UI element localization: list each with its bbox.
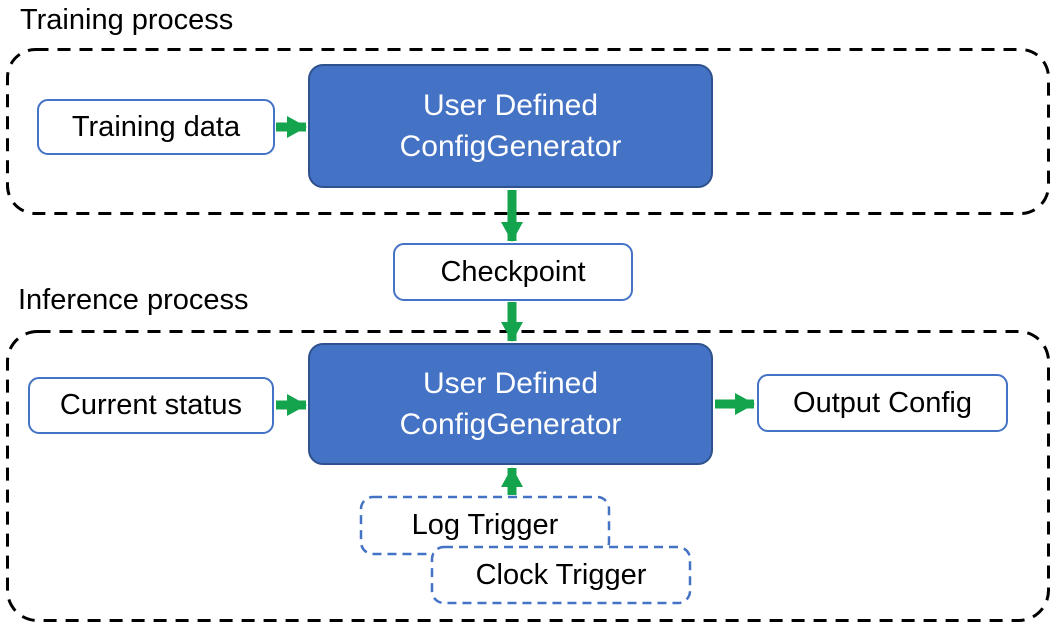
- config-generator-inference-label-line1: User Defined: [422, 366, 599, 400]
- clock-trigger-label: Clock Trigger: [431, 546, 691, 604]
- log-trigger-text: Log Trigger: [411, 509, 559, 541]
- config-generator-training-node: User Defined ConfigGenerator: [308, 64, 713, 188]
- output-config-label: Output Config: [793, 386, 972, 419]
- inference-process-label: Inference process: [18, 284, 249, 316]
- checkpoint-node: Checkpoint: [393, 243, 633, 301]
- training-data-node: Training data: [37, 99, 275, 155]
- clock-trigger-text: Clock Trigger: [475, 558, 647, 591]
- checkpoint-label: Checkpoint: [440, 255, 586, 288]
- current-status-label: Current status: [59, 389, 243, 421]
- training-process-label: Training process: [20, 4, 234, 36]
- config-generator-inference-label-line2: ConfigGenerator: [399, 408, 622, 441]
- current-status-node: Current status: [28, 377, 274, 434]
- config-generator-inference-node: User Defined ConfigGenerator: [308, 343, 713, 465]
- config-generator-training-label-line2: ConfigGenerator: [399, 130, 622, 163]
- output-config-node: Output Config: [757, 374, 1008, 432]
- config-generator-training-label-line1: User Defined: [422, 88, 599, 122]
- training-data-label: Training data: [71, 110, 241, 143]
